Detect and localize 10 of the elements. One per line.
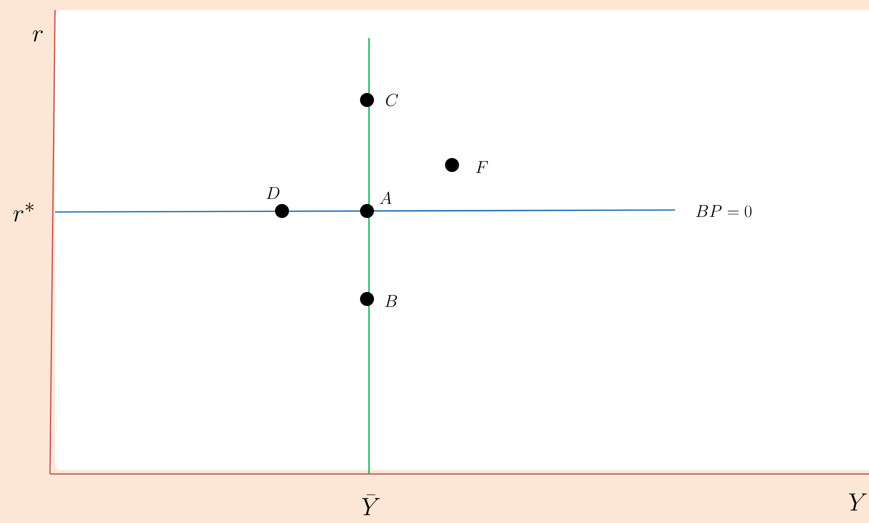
axis-label: $\bar{Y}$: [362, 494, 380, 516]
axis-label: $F$: [476, 161, 488, 173]
axis-label: $C$: [386, 94, 398, 106]
axis-label: $BP = 0$: [696, 205, 752, 218]
axis-label: $r$: [32, 30, 43, 42]
axis-label: $B$: [385, 295, 398, 307]
axis-label: $Y$: [849, 494, 867, 510]
axis-label: $D$: [266, 187, 280, 199]
axis-label: $A$: [380, 192, 392, 204]
axis-label: $r^*$: [13, 202, 34, 222]
